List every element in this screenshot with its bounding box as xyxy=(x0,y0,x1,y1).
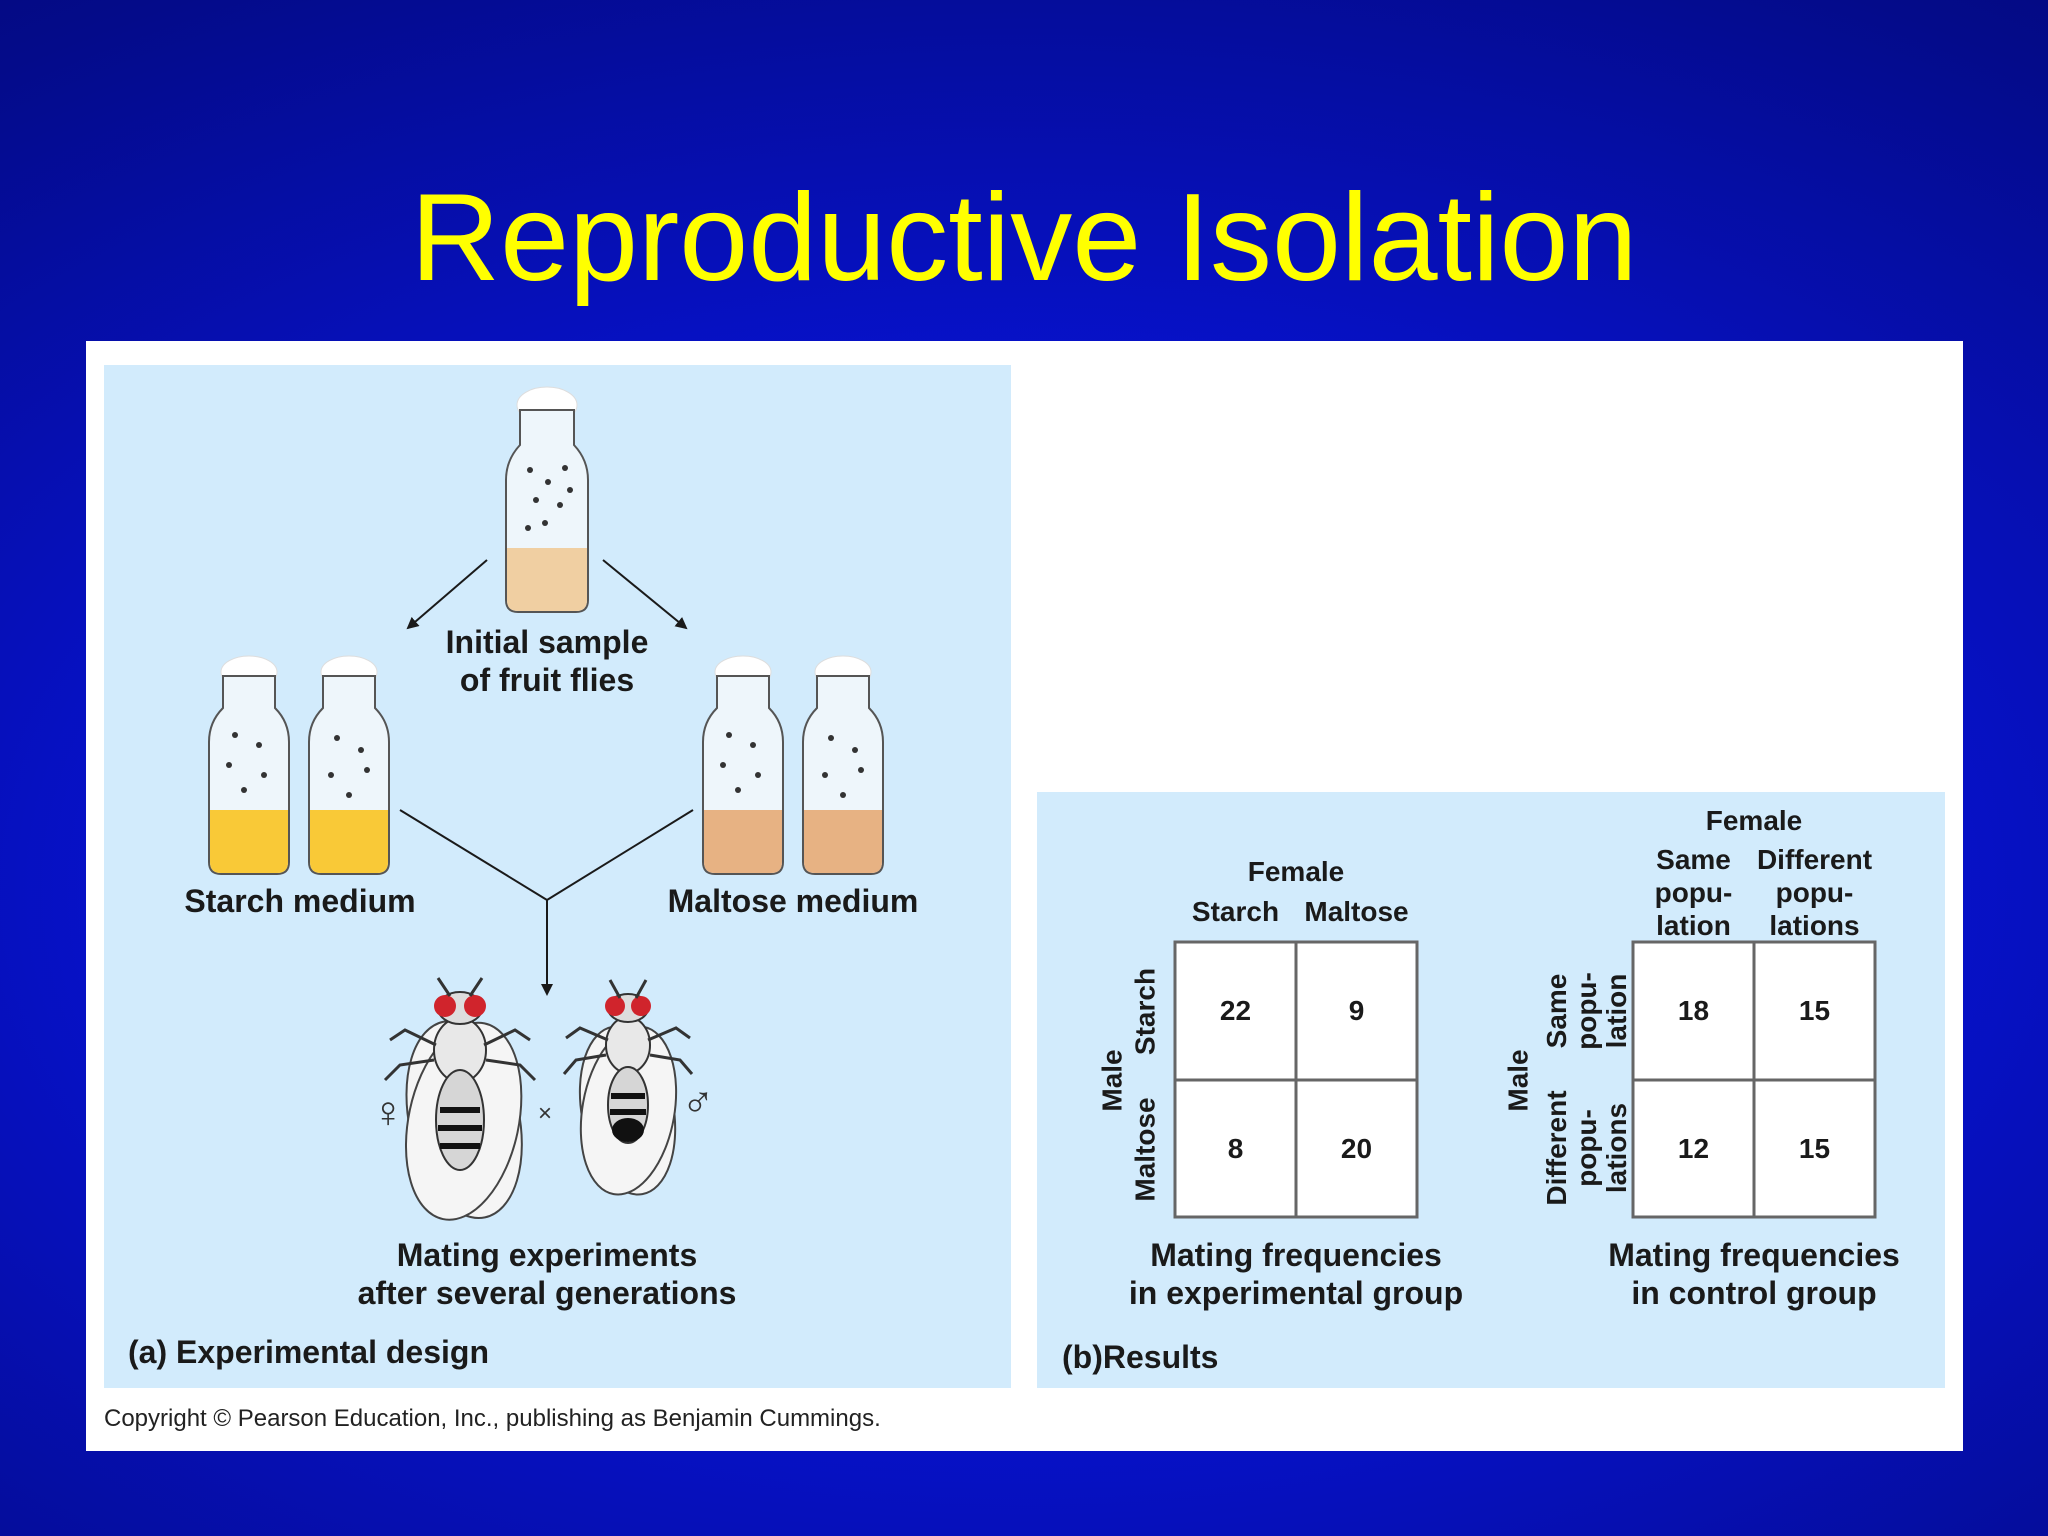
exp-row-header-starch: Starch xyxy=(1129,967,1161,1056)
panel-a-letter: (a) xyxy=(128,1334,168,1370)
ctl-col-header-different: Different popu- lations xyxy=(1756,844,1873,941)
ctl-row-header-same: Same popu- lation xyxy=(1541,972,1632,1050)
exp-cell-maltose-starch: 8 xyxy=(1227,1132,1244,1164)
starch-medium-label: Starch medium xyxy=(184,883,416,919)
exp-cell-maltose-maltose: 20 xyxy=(1340,1132,1373,1164)
experimental-table-grid xyxy=(1173,940,1419,1219)
slide-title: Reproductive Isolation xyxy=(410,169,1638,307)
initial-bottle-icon xyxy=(505,386,589,613)
arrow-to-maltose xyxy=(602,559,688,630)
ctl-cell-different-different: 15 xyxy=(1798,1132,1831,1164)
arrow-to-starch xyxy=(406,559,488,630)
ctl-male-header: Male xyxy=(1502,1049,1534,1112)
exp-female-header: Female xyxy=(1247,856,1345,887)
exp-row-header-maltose: Maltose xyxy=(1129,1097,1161,1202)
female-symbol: ♀ xyxy=(371,1088,405,1137)
exp-cell-starch-starch: 22 xyxy=(1219,995,1252,1026)
panel-b-title: (b)Results xyxy=(1062,1338,1218,1376)
panel-b-letter: (b) xyxy=(1062,1339,1103,1375)
exp-cell-starch-maltose: 9 xyxy=(1348,995,1365,1026)
panel-a-label: Experimental design xyxy=(176,1334,489,1370)
mating-experiments-caption: Mating experiments after several generat… xyxy=(357,1237,737,1311)
maltose-medium-label: Maltose medium xyxy=(667,883,919,919)
exp-table-caption: Mating frequencies in experimental group xyxy=(1128,1237,1464,1311)
starch-bottles-icon xyxy=(208,655,390,875)
copyright-notice: Copyright © Pearson Education, Inc., pub… xyxy=(104,1405,881,1432)
male-symbol: ♂ xyxy=(681,1078,715,1127)
ctl-table-caption: Mating frequencies in control group xyxy=(1608,1237,1900,1311)
initial-sample-label: Initial sample of fruit flies xyxy=(445,624,649,698)
cross-symbol: × xyxy=(537,1100,552,1127)
exp-col-header-maltose: Maltose xyxy=(1304,896,1409,927)
control-table-grid xyxy=(1631,940,1877,1219)
female-fly-icon xyxy=(383,977,537,1221)
ctl-female-header: Female xyxy=(1705,805,1803,836)
exp-col-header-starch: Starch xyxy=(1191,896,1280,927)
ctl-cell-same-same: 18 xyxy=(1677,995,1710,1026)
ctl-cell-same-different: 15 xyxy=(1798,995,1831,1026)
panel-a-title: (a) Experimental design xyxy=(128,1333,489,1371)
male-fly-icon xyxy=(562,979,694,1196)
ctl-cell-different-same: 12 xyxy=(1677,1132,1710,1164)
maltose-bottles-icon xyxy=(702,655,884,875)
converging-lines xyxy=(399,809,694,996)
panel-b-label: Results xyxy=(1102,1339,1219,1375)
ctl-row-header-different: Different popu- lations xyxy=(1541,1090,1632,1206)
exp-male-header: Male xyxy=(1096,1049,1128,1112)
ctl-col-header-same: Same popu- lation xyxy=(1654,844,1733,941)
